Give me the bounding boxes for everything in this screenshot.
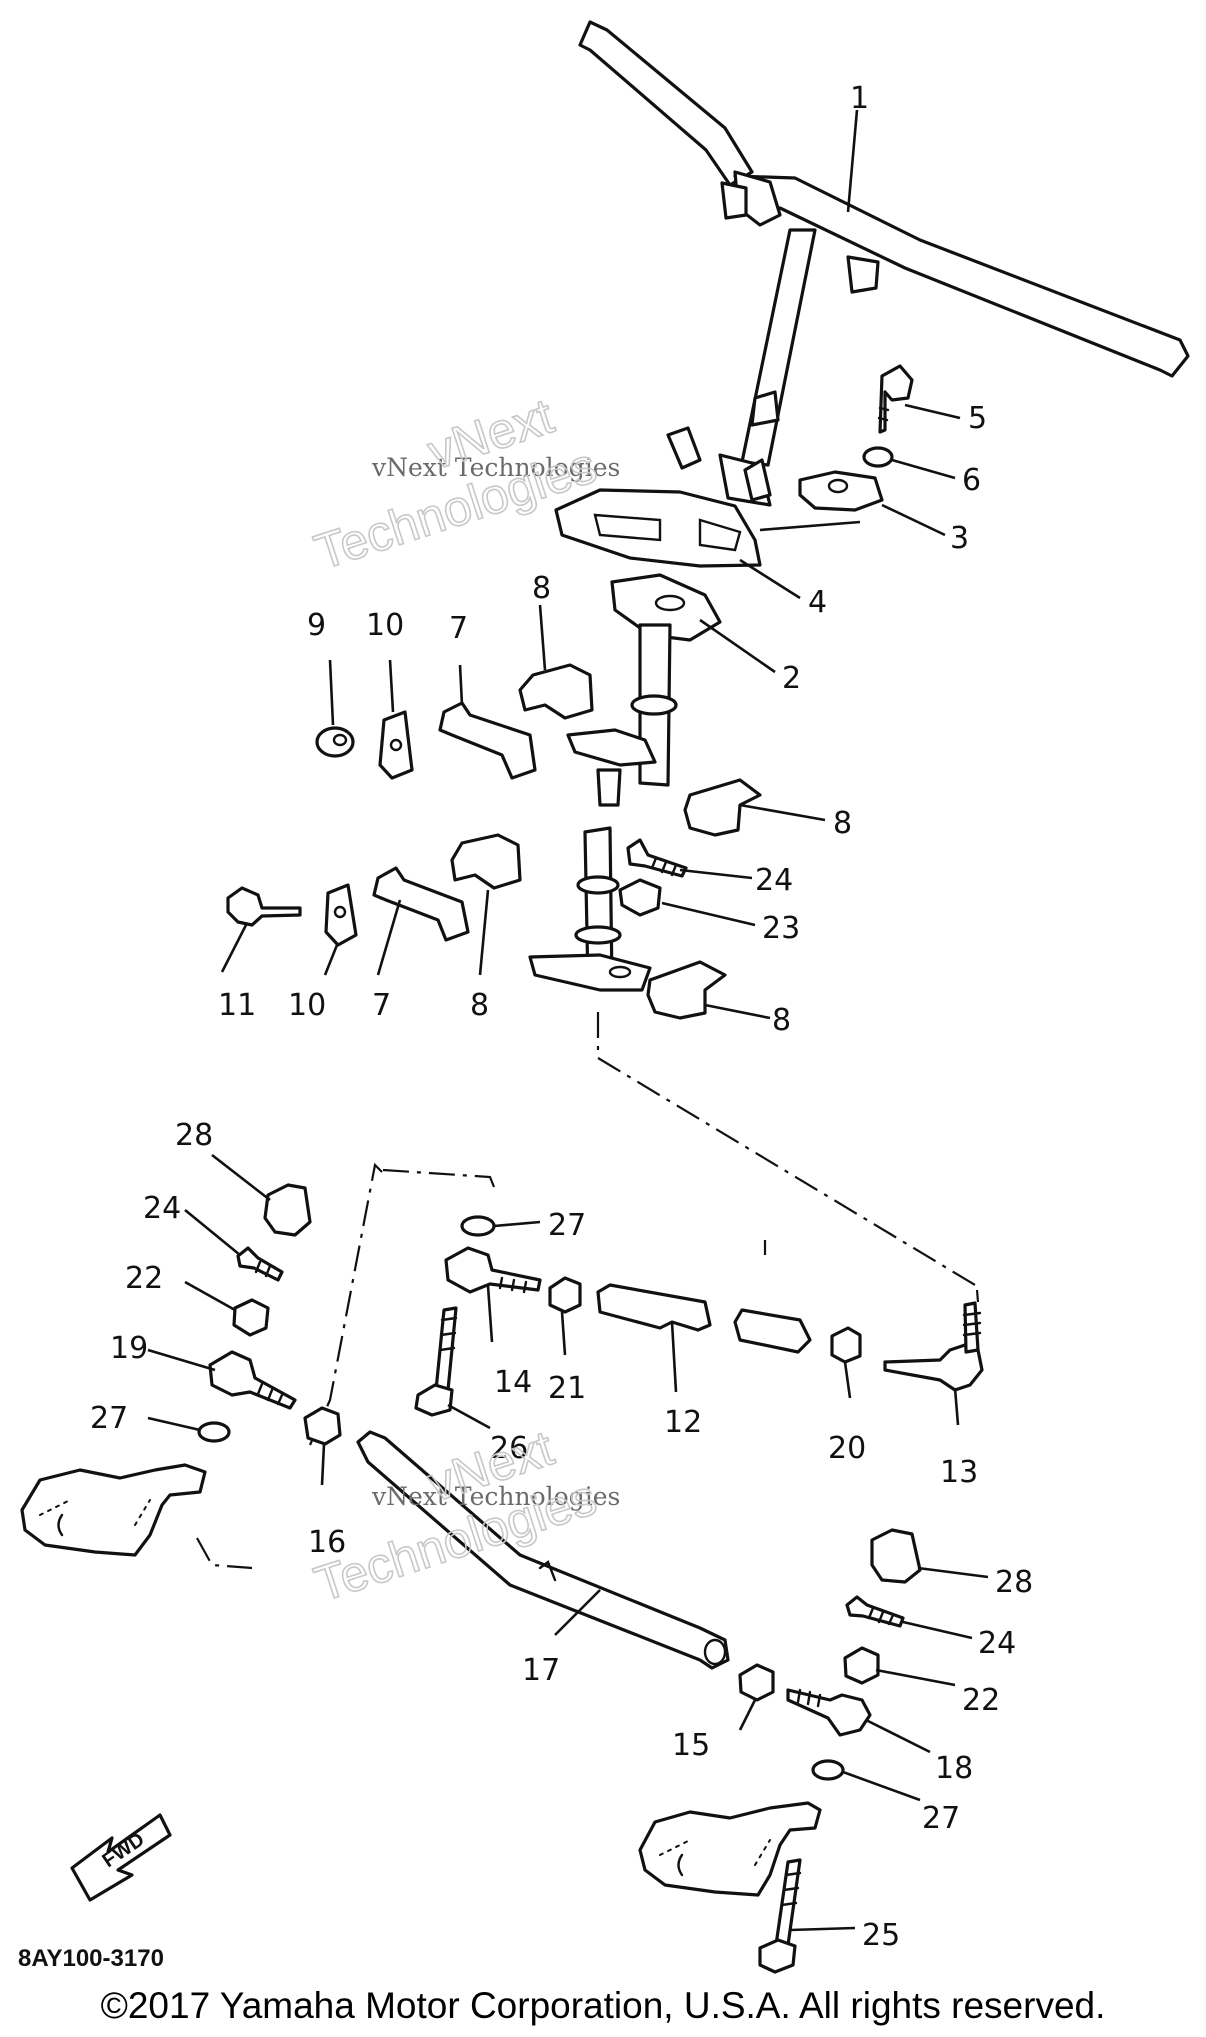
bracket-7-lower: [372, 866, 470, 942]
bracket-7-upper: [438, 701, 537, 780]
callout: 24: [143, 1191, 181, 1226]
callout: 22: [962, 1683, 1000, 1718]
bushing-8-upper: [518, 663, 594, 720]
callout: 10: [366, 608, 404, 643]
knuckle-right: [638, 1801, 822, 1897]
washer-27-left: [197, 1421, 231, 1443]
tie-rod-12: [596, 1283, 712, 1332]
tie-rod-end-14: [444, 1246, 542, 1294]
nut-22-left: [232, 1298, 270, 1337]
plate-10-upper: [378, 710, 414, 780]
callout: 2: [782, 661, 801, 696]
bushing-8-right-lower: [646, 960, 727, 1020]
nut-15: [738, 1663, 775, 1702]
leader-lines: [147, 109, 989, 1932]
callout: 21: [548, 1371, 586, 1406]
diagram-code: 8AY100-3170: [18, 1945, 164, 1972]
callout: 19: [110, 1331, 148, 1366]
callout: 24: [755, 863, 793, 898]
callout: 3: [950, 521, 969, 556]
handlebar: [578, 20, 1190, 507]
callout: 17: [522, 1653, 560, 1688]
callout: 13: [940, 1455, 978, 1490]
callout: 5: [968, 401, 987, 436]
callout: 18: [935, 1751, 973, 1786]
nut-20: [830, 1326, 862, 1364]
callout: 27: [922, 1801, 960, 1836]
callout: 6: [962, 463, 981, 498]
callout: 28: [175, 1118, 213, 1153]
steering-column-lower: [528, 826, 652, 992]
callout: 28: [995, 1565, 1033, 1600]
callout: 4: [808, 585, 827, 620]
bushing-8-lower: [450, 833, 522, 890]
cap-28-right: [870, 1528, 922, 1584]
callout: 8: [833, 806, 852, 841]
tie-rod-17: [356, 1430, 730, 1670]
sleeve: [733, 1308, 812, 1354]
tie-rod-end-19: [208, 1350, 297, 1410]
callout: 15: [672, 1728, 710, 1763]
screw-24-upper: [626, 838, 688, 878]
washer-27-right: [811, 1759, 845, 1781]
knuckle-left: [20, 1463, 207, 1557]
washer-27-upper: [460, 1215, 496, 1237]
watermark-upper: vNext Technologies vNext Technologies: [307, 387, 620, 581]
fwd-arrow-icon: FWD: [70, 1813, 172, 1902]
callout-numbers: 1 5 6 3 4 2 8 9 10 7 8 24 23 11 10 7 8 8…: [90, 81, 1033, 1953]
copyright-footer: ©2017 Yamaha Motor Corporation, U.S.A. A…: [100, 1985, 1106, 2026]
stud-13: [963, 1301, 980, 1354]
callout: 26: [490, 1431, 528, 1466]
callout: 12: [664, 1405, 702, 1440]
bushing-8-right-upper: [683, 778, 762, 837]
callout: 11: [218, 988, 256, 1023]
callout: 8: [532, 571, 551, 606]
watermark-line: vNext Technologies: [371, 1482, 620, 1511]
cap-28-left: [263, 1183, 312, 1237]
callout: 10: [288, 988, 326, 1023]
callout: 16: [308, 1525, 346, 1560]
callout: 24: [978, 1626, 1016, 1661]
nut-23: [618, 878, 662, 917]
steering-column-upper: [566, 573, 722, 807]
bolt-11: [226, 886, 302, 927]
tie-rod-end-18: [786, 1688, 872, 1737]
callout: 25: [862, 1918, 900, 1953]
callout: 8: [470, 988, 489, 1023]
callout: 9: [307, 608, 326, 643]
callout: 23: [762, 911, 800, 946]
callout: 22: [125, 1261, 163, 1296]
nut-22-right: [843, 1646, 880, 1685]
callout: 27: [90, 1401, 128, 1436]
callout: 20: [828, 1431, 866, 1466]
tie-rod-end-13: [883, 1343, 984, 1392]
washer-6: [862, 446, 894, 468]
nut-16: [303, 1406, 342, 1446]
callout: 1: [850, 81, 869, 116]
plate-10-lower: [324, 883, 358, 947]
screw-24-right: [845, 1595, 905, 1628]
bolt-5: [878, 364, 914, 434]
callout: 7: [449, 611, 468, 646]
callout: 8: [772, 1003, 791, 1038]
watermark-line: vNext Technologies: [371, 453, 620, 482]
callout: 7: [372, 988, 391, 1023]
callout: 27: [548, 1208, 586, 1243]
callout: 14: [494, 1365, 532, 1400]
nut-21: [548, 1276, 582, 1314]
